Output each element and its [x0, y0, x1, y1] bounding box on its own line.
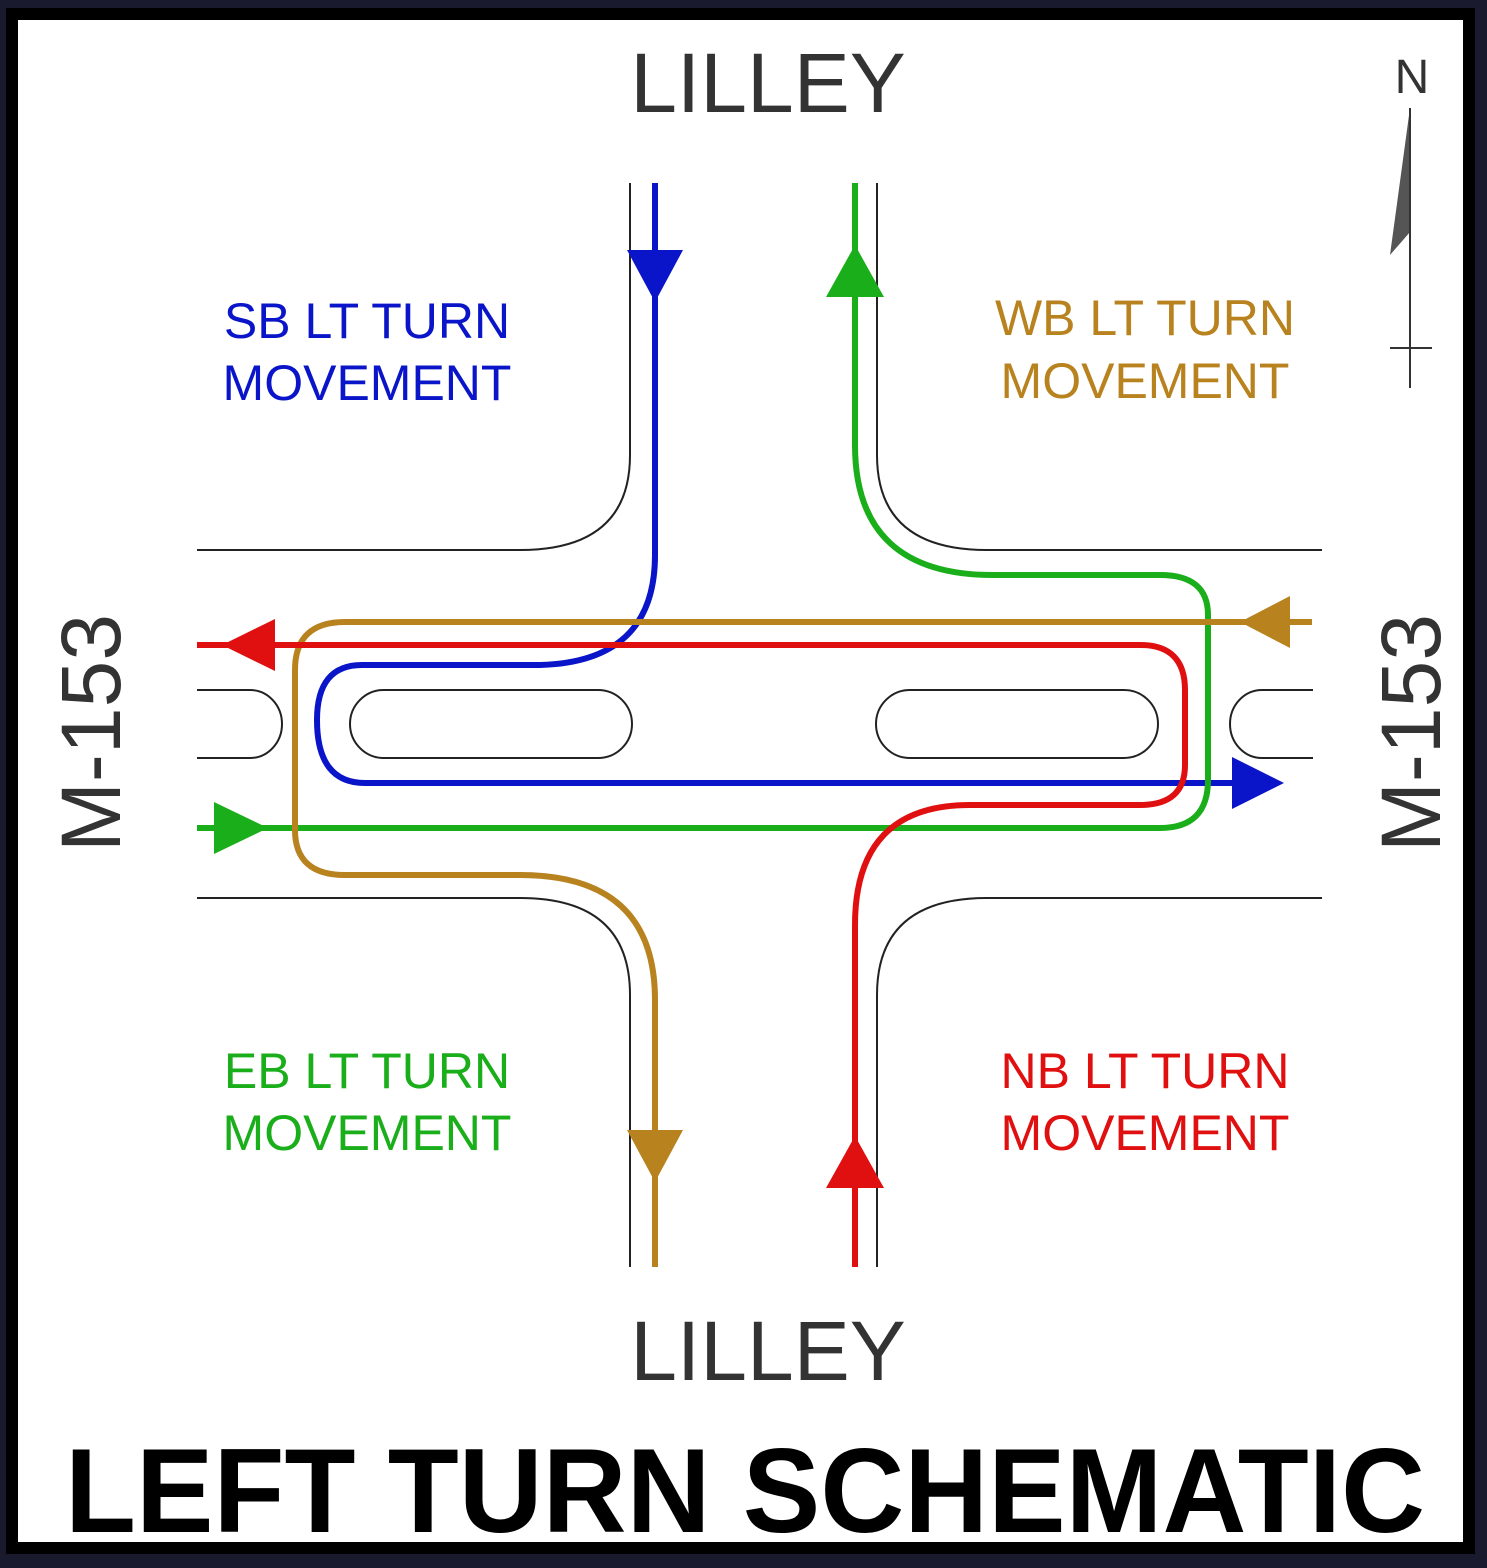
wb-exit-arrow-icon	[627, 1130, 683, 1182]
north-arrow-icon: N	[1390, 51, 1432, 388]
west-median-nose	[197, 689, 283, 759]
wb-label-line2: MOVEMENT	[1001, 353, 1290, 409]
nb-label-line2: MOVEMENT	[1001, 1105, 1290, 1161]
eb-arrow-icon	[214, 802, 268, 854]
east-median-nose	[1229, 689, 1313, 759]
movement-label-wb: WB LT TURN MOVEMENT	[995, 290, 1295, 409]
page-title: LEFT TURN SCHEMATIC	[65, 1424, 1425, 1558]
sb-movement-path	[314, 183, 1245, 786]
arrowheads	[214, 245, 1290, 1188]
north-arrow-label: N	[1395, 51, 1430, 104]
street-label-east: M-153	[1364, 614, 1458, 852]
street-label-north: LILLEY	[630, 36, 906, 130]
nb-arrow-icon	[826, 1136, 884, 1188]
wb-label-line1: WB LT TURN	[995, 290, 1295, 346]
south-leg-east-edge	[876, 897, 1322, 1267]
nb-exit-arrow-icon	[222, 619, 275, 671]
wb-movement-path	[292, 619, 1312, 1267]
west-island	[349, 689, 633, 759]
north-leg-west-edge	[197, 183, 631, 551]
north-leg-east-edge	[876, 183, 1322, 551]
sb-arrow-icon	[627, 250, 683, 302]
wb-arrow-icon	[1240, 596, 1290, 648]
eb-label-line2: MOVEMENT	[223, 1105, 512, 1161]
nb-label-line1: NB LT TURN	[1001, 1043, 1290, 1099]
street-label-south: LILLEY	[630, 1304, 906, 1398]
eb-label-line1: EB LT TURN	[224, 1043, 510, 1099]
nb-movement-path	[197, 642, 1188, 1267]
sb-label-line2: MOVEMENT	[223, 355, 512, 411]
road-edges	[197, 183, 1322, 1267]
east-island	[875, 689, 1159, 759]
south-leg-west-edge	[197, 897, 631, 1267]
sb-label-line1: SB LT TURN	[224, 293, 510, 349]
sb-exit-arrow-icon	[1232, 757, 1284, 809]
movement-label-eb: EB LT TURN MOVEMENT	[223, 1043, 512, 1161]
movement-label-sb: SB LT TURN MOVEMENT	[223, 293, 512, 411]
north-arrow-needle	[1390, 108, 1410, 255]
eb-exit-arrow-icon	[826, 245, 884, 297]
eb-movement-path	[197, 183, 1211, 831]
movement-label-nb: NB LT TURN MOVEMENT	[1001, 1043, 1290, 1161]
street-label-west: M-153	[44, 614, 138, 852]
